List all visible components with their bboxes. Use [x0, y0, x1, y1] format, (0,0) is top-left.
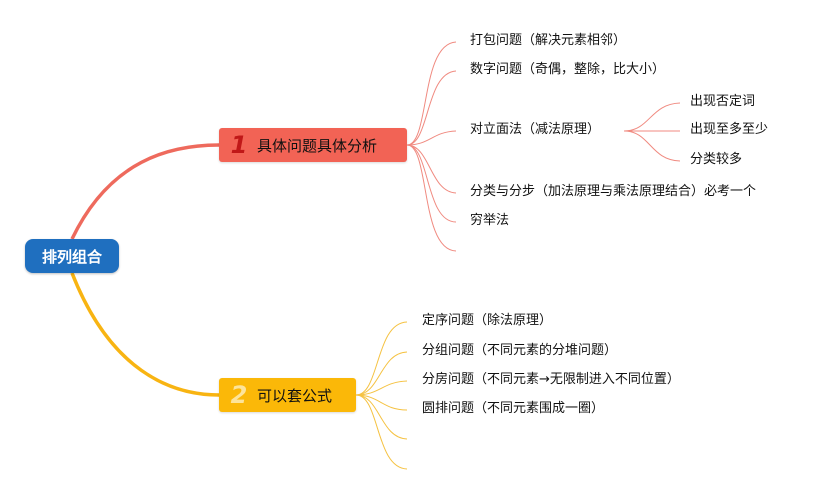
branch-label: 具体问题具体分析: [257, 136, 378, 155]
branch-label: 可以套公式: [257, 386, 333, 405]
leaf-node[interactable]: 分类与分步（加法原理与乘法原理结合）必考一个: [470, 184, 757, 199]
leaf-node[interactable]: 穷举法: [470, 213, 510, 228]
branch1-connector: [406, 130, 457, 146]
leaf-node[interactable]: 数字问题（奇偶，整除，比大小）: [470, 62, 666, 77]
branch-number-badge: 1: [230, 131, 248, 159]
branch1-connector: [406, 144, 457, 252]
branch2-connector: [355, 394, 408, 470]
branch-number-badge: 2: [230, 381, 248, 409]
sub-connector: [623, 102, 681, 132]
branch1-connector: [406, 70, 457, 146]
leaf-node[interactable]: 圆排问题（不同元素围成一圈）: [422, 401, 605, 416]
branch1-connector: [406, 144, 457, 223]
branch2-connector: [355, 394, 408, 440]
root-to-branch2-connector: [70, 272, 220, 397]
leaf-node[interactable]: 对立面法（减法原理）: [470, 122, 601, 137]
branch2-connector: [355, 394, 408, 411]
sub-leaf-node[interactable]: 出现至多至少: [690, 122, 769, 137]
leaf-node[interactable]: 打包问题（解决元素相邻）: [470, 33, 627, 48]
branch2-connector: [355, 351, 408, 396]
leaf-node[interactable]: 分房问题（不同元素→无限制进入不同位置）: [422, 372, 680, 387]
sub-connector: [623, 130, 681, 162]
root-node[interactable]: 排列组合: [25, 239, 119, 273]
leaf-node[interactable]: 定序问题（除法原理）: [422, 313, 553, 328]
sub-leaf-node[interactable]: 出现否定词: [690, 94, 756, 109]
branch1-connector: [406, 41, 457, 146]
branch2-connector: [355, 321, 408, 396]
leaf-node[interactable]: 分组问题（不同元素的分堆问题）: [422, 343, 618, 358]
branch-node-1[interactable]: 1 具体问题具体分析: [219, 128, 407, 162]
branch-node-2[interactable]: 2 可以套公式: [219, 378, 356, 412]
sub-leaf-node[interactable]: 分类较多: [690, 152, 743, 167]
root-label: 排列组合: [41, 247, 102, 266]
root-to-branch1-connector: [70, 143, 220, 240]
branch1-connector: [406, 144, 457, 194]
branch2-connector: [355, 380, 408, 396]
